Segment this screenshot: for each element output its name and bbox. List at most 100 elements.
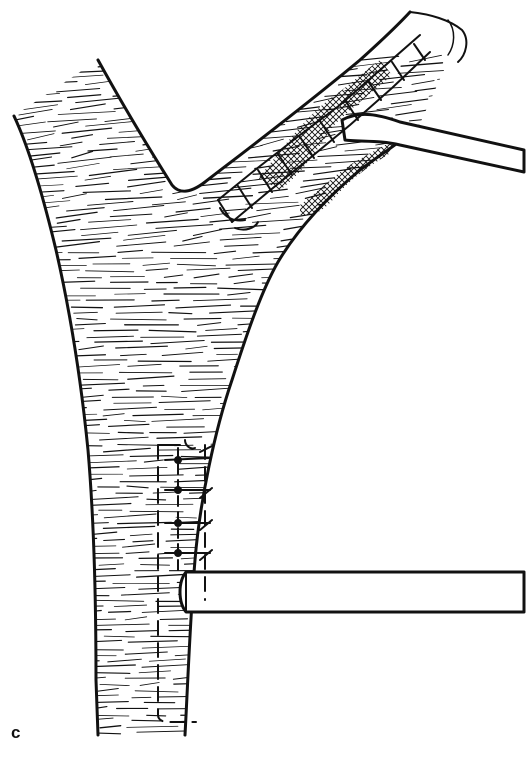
hatch-stroke <box>11 595 61 596</box>
hatch-stroke <box>261 139 284 146</box>
hatch-stroke <box>100 142 135 145</box>
hatch-stroke <box>453 232 504 236</box>
hatch-stroke <box>162 352 203 355</box>
hatch-stroke <box>85 81 111 85</box>
hatch-stroke <box>256 415 301 416</box>
hatch-stroke <box>105 58 154 61</box>
hatch-stroke <box>419 486 446 488</box>
hatch-stroke <box>395 678 425 679</box>
hatch-stroke <box>190 64 219 68</box>
hatch-stroke <box>50 665 77 668</box>
hatch-stroke <box>330 437 377 440</box>
hatch-stroke <box>146 269 168 271</box>
hatch-stroke <box>420 277 475 278</box>
hatch-stroke <box>123 544 155 547</box>
hatch-stroke <box>447 270 479 271</box>
hatch-stroke <box>161 116 189 122</box>
hatch-stroke <box>72 307 103 308</box>
hatch-stroke <box>324 213 357 217</box>
hatch-stroke <box>21 420 48 422</box>
hatch-stroke <box>228 98 251 102</box>
hatch-stroke <box>265 689 301 690</box>
hatch-stroke <box>152 202 185 205</box>
hatch-stroke <box>164 275 182 277</box>
hatch-stroke <box>22 281 40 284</box>
hatch-stroke <box>420 170 472 174</box>
hatch-stroke <box>268 443 326 445</box>
hatch-stroke <box>376 283 415 284</box>
hatch-stroke <box>238 269 286 271</box>
hatch-stroke <box>125 67 145 72</box>
hatch-stroke <box>71 715 128 716</box>
hatch-stroke <box>377 105 412 110</box>
hatch-stroke <box>238 322 274 325</box>
hatch-stroke <box>392 226 431 229</box>
hatch-stroke <box>220 225 266 229</box>
hatch-stroke <box>391 480 448 481</box>
hatch-stroke <box>100 684 129 685</box>
hatch-stroke <box>342 509 394 511</box>
hatch-stroke <box>30 463 71 464</box>
hatch-stroke <box>446 726 495 727</box>
hatch-stroke <box>21 355 66 356</box>
hatch-stroke <box>228 293 250 296</box>
hatch-stroke <box>449 110 505 116</box>
hatch-stroke <box>16 245 38 247</box>
hatch-stroke <box>98 63 134 67</box>
hatch-stroke <box>28 630 55 631</box>
hatch-stroke <box>128 230 176 235</box>
hatch-stroke <box>382 196 437 199</box>
hatch-stroke <box>176 517 197 518</box>
hatch-stroke <box>361 395 417 397</box>
hatch-stroke <box>395 643 414 644</box>
hatch-stroke <box>256 408 300 409</box>
hatch-stroke <box>466 443 499 446</box>
hatch-stroke <box>147 715 166 716</box>
hatch-stroke <box>441 721 485 722</box>
hatch-stroke <box>52 538 97 541</box>
hatch-stroke <box>398 220 425 223</box>
hatch-stroke <box>429 105 470 108</box>
hatch-stroke <box>311 407 368 408</box>
hatch-stroke <box>369 231 388 235</box>
hatch-stroke <box>218 437 262 439</box>
hatch-stroke <box>29 226 66 229</box>
hatch-stroke <box>110 154 143 157</box>
hatch-stroke <box>70 478 102 481</box>
hatch-stroke <box>57 220 80 224</box>
hatch-stroke <box>138 122 180 127</box>
hatch-stroke <box>218 450 249 451</box>
hatch-stroke <box>125 652 167 654</box>
hatch-stroke <box>454 185 483 187</box>
hatch-stroke <box>77 319 97 320</box>
hatch-stroke <box>114 103 161 109</box>
hatch-stroke <box>67 163 100 169</box>
hatch-stroke <box>337 225 377 229</box>
hatch-stroke <box>72 151 93 157</box>
hatch-stroke <box>58 511 85 512</box>
hatch-stroke <box>464 71 485 73</box>
hatch-stroke <box>439 352 470 355</box>
hatch-stroke <box>385 533 423 535</box>
hatch-stroke <box>71 104 106 110</box>
hatch-stroke <box>146 62 182 66</box>
hatch-stroke <box>257 677 306 679</box>
hatch-stroke <box>357 559 396 560</box>
hatch-stroke <box>109 612 131 613</box>
hatch-stroke <box>169 313 192 314</box>
hatch-stroke <box>23 634 42 636</box>
hatch-stroke <box>270 196 288 198</box>
hatch-stroke <box>299 420 348 421</box>
hatch-stroke <box>272 68 322 73</box>
hatch-stroke <box>297 701 352 704</box>
hatch-stroke <box>253 219 303 222</box>
hatch-stroke <box>352 496 389 498</box>
hatch-stroke <box>422 384 444 385</box>
hatch-stroke <box>56 212 97 218</box>
hatch-stroke <box>100 726 121 728</box>
hatch-stroke <box>196 641 244 642</box>
hatch-stroke <box>222 624 242 626</box>
hatch-stroke <box>401 63 442 66</box>
hatch-stroke <box>234 364 291 366</box>
hatch-stroke <box>141 565 170 566</box>
